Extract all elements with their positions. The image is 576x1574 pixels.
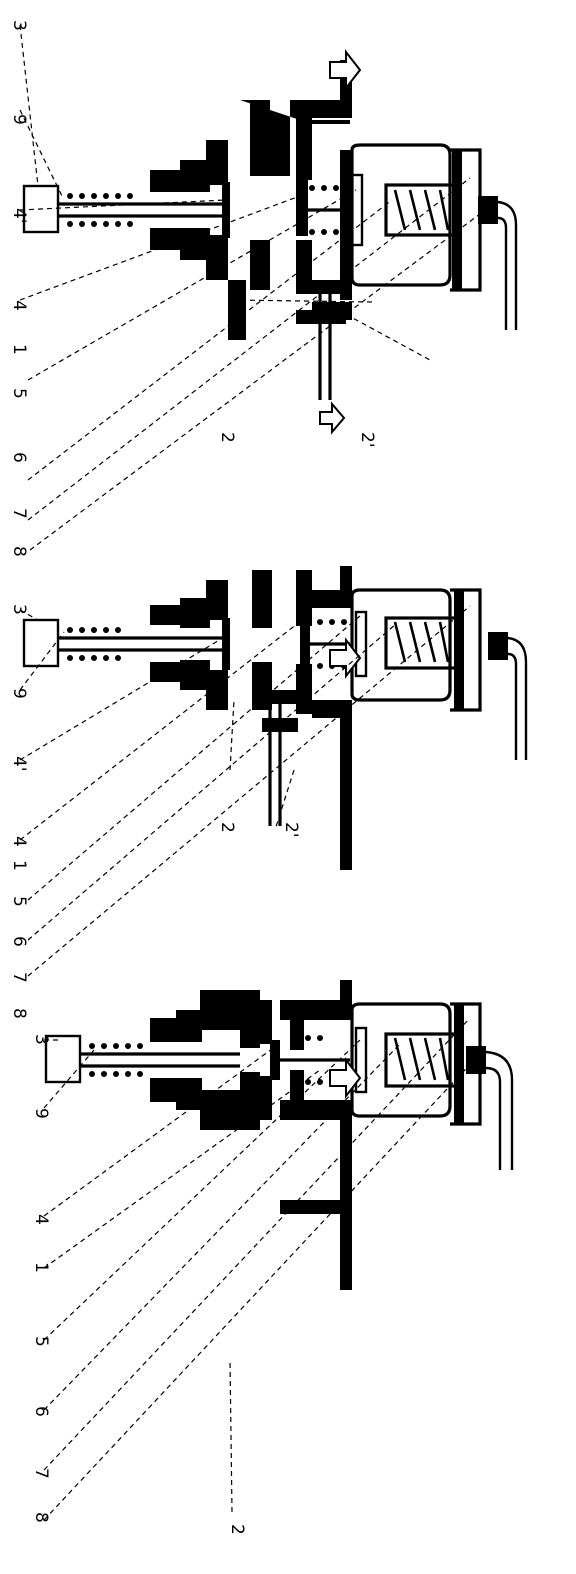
seat-4 [270,1040,280,1080]
label-1: 1 [9,344,29,355]
label-8: 8 [9,546,29,557]
label-3: 3 [31,1034,51,1045]
label-6: 6 [31,1406,51,1417]
label-6: 6 [9,936,29,947]
diaphragm-5 [354,1026,368,1094]
figure-middle: 3 9 4' 4 1 5 6 7 8 2 2' [9,566,528,1019]
coil-6 [384,183,458,237]
seat-4 [300,618,310,668]
fitting-8 [488,632,508,660]
spring-upper [89,1043,143,1077]
flow-arrow-1 [329,1057,362,1099]
label-3: 3 [9,604,29,615]
label-2: 2 [227,1524,247,1535]
label-7: 7 [9,972,29,983]
label-1: 1 [31,1262,51,1273]
label-2: 2 [217,432,237,443]
label-9: 9 [31,1108,51,1119]
seat-4 [296,180,308,236]
label-1: 1 [9,860,29,871]
label-6: 6 [9,452,29,463]
label-4: 4 [9,836,29,847]
label-4: 4 [9,300,29,311]
spring-upper [67,193,133,227]
spring-lower [309,185,339,235]
label-5: 5 [9,896,29,907]
flow-arrow-2-prime [319,401,346,435]
figure-bottom: 3 9 4 1 5 6 7 8 2 [31,980,514,1535]
label-7: 7 [31,1468,51,1479]
fitting-8 [466,1046,486,1074]
cap-3 [44,1034,82,1084]
label-7: 7 [9,508,29,519]
label-3: 3 [9,20,29,31]
spring-upper [67,627,121,661]
coil-6 [384,616,458,670]
label-4: 4 [31,1214,51,1225]
cap-3 [22,618,60,668]
label-8: 8 [31,1512,51,1523]
flow-arrow-1 [329,637,362,679]
cap-3 [22,184,60,234]
label-8: 8 [9,1008,29,1019]
label-5: 5 [9,388,29,399]
label-5: 5 [31,1336,51,1347]
coil-6 [384,1032,458,1088]
spring-lower [293,1035,323,1085]
label-4-prime: 4' [9,208,29,224]
label-9: 9 [9,688,29,699]
seat-4-prime [222,182,230,238]
fitting-8 [478,196,498,224]
figure-top: 3 9 4' 4 1 5 6 7 8 2 2' [9,20,518,557]
label-2: 2 [217,822,237,833]
label-2-prime: 2' [357,432,377,448]
seat-4-prime [222,618,230,670]
label-9: 9 [9,114,29,125]
flow-arrow-1 [329,49,362,91]
label-4-prime: 4' [9,756,29,772]
label-2-prime: 2' [281,822,301,838]
diaphragm-5 [354,610,368,678]
